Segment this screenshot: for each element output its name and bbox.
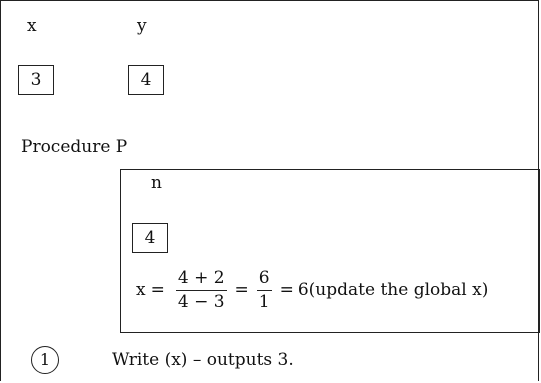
procedure-scope-box — [120, 169, 540, 333]
param-n-value-box: 4 — [132, 223, 168, 253]
global-x-value-box: 3 — [18, 65, 54, 95]
param-n-label: n — [151, 173, 162, 193]
equation-lhs: x — [136, 280, 146, 300]
global-x-label: x — [27, 16, 37, 36]
param-n-value: 4 — [144, 228, 156, 248]
fraction-1: 4 + 2 4 − 3 — [175, 268, 227, 313]
equation-result: 6(update the global x) — [297, 280, 489, 300]
equals-sign-2: = — [234, 280, 249, 300]
update-equation: x = 4 + 2 4 − 3 = 6 1 = 6(update the glo… — [136, 265, 488, 315]
step-number-circle: 1 — [31, 346, 59, 374]
global-x-value: 3 — [30, 70, 42, 90]
global-y-value: 4 — [140, 70, 152, 90]
fraction-2: 6 1 — [256, 268, 272, 313]
equals-sign-3: = — [279, 280, 294, 300]
equals-sign-1: = — [150, 280, 165, 300]
procedure-title: Procedure P — [21, 137, 128, 157]
global-y-label: y — [137, 16, 147, 36]
fraction-2-denominator: 1 — [258, 291, 270, 312]
fraction-1-denominator: 4 − 3 — [177, 291, 225, 312]
fraction-1-numerator: 4 + 2 — [175, 268, 227, 291]
step-text: Write (x) – outputs 3. — [112, 350, 294, 370]
step-number: 1 — [39, 350, 51, 369]
fraction-2-numerator: 6 — [256, 268, 272, 291]
global-y-value-box: 4 — [128, 65, 164, 95]
